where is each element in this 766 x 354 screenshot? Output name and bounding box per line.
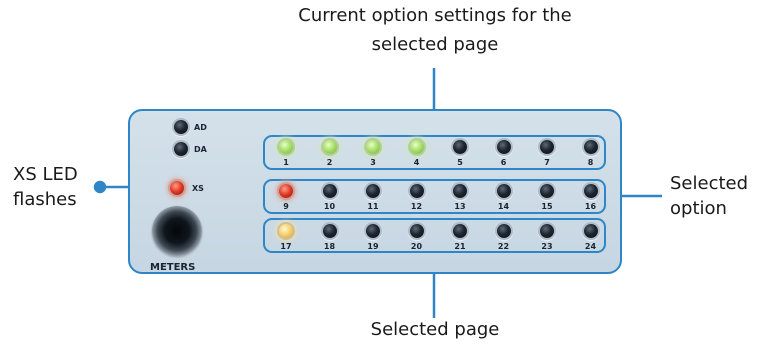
option-led-4: [409, 140, 424, 154]
option-led-21: [453, 224, 467, 238]
option-led-1: [279, 140, 293, 154]
da-label: DA: [194, 145, 207, 154]
option-led-12: [409, 184, 424, 198]
right-callout-line2: option: [670, 198, 727, 219]
option-led-number: 17: [280, 242, 292, 251]
option-led-7: [540, 140, 554, 154]
option-led-number: 16: [584, 202, 597, 211]
option-led-8: [583, 140, 598, 154]
option-led-number: 20: [410, 242, 423, 251]
option-led-number: 12: [410, 202, 423, 211]
bottom-callout: Selected page: [370, 319, 500, 340]
left-callout-line2: flashes: [13, 189, 77, 210]
option-led-number: 5: [457, 158, 463, 167]
option-led-9: [279, 184, 293, 198]
left-callout: XS LED flashes: [13, 163, 103, 212]
top-callout-line1: Current option settings for the: [298, 5, 572, 26]
option-led-11: [366, 184, 380, 198]
option-led-number: 7: [544, 158, 550, 167]
option-led-14: [496, 184, 511, 198]
option-led-number: 18: [323, 242, 336, 251]
led-row-bottom: [263, 218, 606, 253]
top-callout-line2: selected page: [371, 34, 499, 55]
option-led-24: [583, 224, 598, 238]
option-led-22: [496, 224, 511, 238]
option-led-number: 23: [541, 242, 553, 251]
option-led-19: [366, 224, 380, 238]
option-led-number: 4: [413, 158, 420, 167]
meters-knob[interactable]: [152, 206, 202, 256]
ad-led: [174, 120, 188, 134]
option-led-3: [366, 140, 380, 154]
left-callout-line1: XS LED: [13, 164, 78, 185]
option-led-number: 15: [541, 202, 553, 211]
option-led-number: 22: [497, 242, 510, 251]
option-led-number: 21: [454, 242, 466, 251]
option-led-number: 24: [584, 242, 597, 251]
da-led: [174, 142, 188, 156]
option-led-number: 19: [367, 242, 379, 251]
option-led-23: [540, 224, 554, 238]
xs-led: [170, 181, 184, 195]
option-led-number: 10: [323, 202, 336, 211]
left-callout-dot: [93, 180, 107, 194]
led-row-middle: [263, 179, 606, 214]
option-led-5: [453, 140, 467, 154]
option-led-number: 11: [367, 202, 379, 211]
right-callout-line1: Selected: [670, 173, 749, 194]
option-led-17: [279, 224, 293, 238]
led-row-top: [263, 135, 606, 170]
option-led-13: [453, 184, 467, 198]
option-led-18: [322, 224, 337, 238]
ad-label: AD: [194, 123, 207, 132]
option-led-number: 9: [283, 202, 289, 211]
option-led-number: 3: [370, 158, 376, 167]
option-led-6: [496, 140, 511, 154]
option-led-10: [322, 184, 337, 198]
meters-label: METERS: [150, 262, 196, 273]
option-led-number: 2: [326, 158, 333, 167]
option-led-16: [583, 184, 598, 198]
option-led-number: 14: [497, 202, 510, 211]
top-callout: Current option settings for the selected…: [250, 4, 620, 57]
option-led-number: 6: [500, 158, 507, 167]
option-led-2: [322, 140, 337, 154]
option-led-number: 1: [283, 158, 289, 167]
option-led-15: [540, 184, 554, 198]
option-led-20: [409, 224, 424, 238]
option-led-number: 8: [587, 158, 594, 167]
option-led-number: 13: [454, 202, 466, 211]
xs-label: XS: [192, 184, 204, 193]
right-callout: Selected option: [670, 172, 766, 221]
